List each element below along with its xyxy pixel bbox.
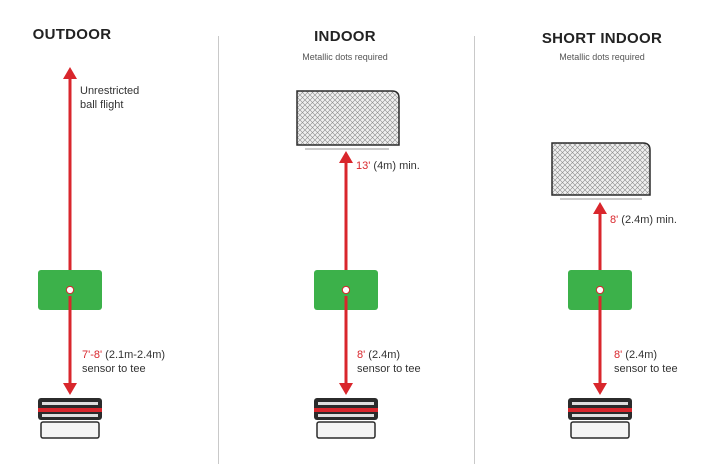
net-icon <box>551 142 651 200</box>
up-arrow-icon <box>593 202 607 214</box>
column-indoor: INDOOR Metallic dots required <box>270 0 420 464</box>
column-subtitle: Metallic dots required <box>302 52 388 62</box>
column-subtitle: Metallic dots required <box>559 52 645 62</box>
column-divider <box>474 36 475 464</box>
ball-dot-icon <box>595 285 605 295</box>
down-arrow-icon <box>339 383 353 395</box>
launch-monitor-icon <box>38 398 102 439</box>
distance-feet: 8' <box>614 349 623 361</box>
flight-label: Unrestricted ball flight <box>80 84 139 112</box>
net-distance-label: 8' (2.4m) min. <box>610 213 677 227</box>
up-arrow-icon <box>63 67 77 79</box>
column-divider <box>218 36 219 464</box>
column-title: INDOOR <box>314 28 376 45</box>
column-outdoor: OUTDOOR <box>0 0 144 464</box>
sensor-distance-label: 7'-8' (2.1m-2.4m) sensor to tee <box>82 348 165 376</box>
launch-monitor-icon <box>314 398 378 439</box>
column-title: OUTDOOR <box>32 26 112 43</box>
flight-label-line1: Unrestricted <box>80 85 140 97</box>
distance-feet: 7'-8' <box>82 349 103 361</box>
sensor-distance-label: 8' (2.4m) sensor to tee <box>614 348 678 376</box>
distance-feet: 8' <box>357 349 366 361</box>
ball-dot-icon <box>65 285 75 295</box>
sensor-to-tee-text: sensor to tee <box>82 363 146 375</box>
down-arrow-icon <box>593 383 607 395</box>
column-title: SHORT INDOOR <box>541 30 663 47</box>
indoor-graphics <box>296 90 400 439</box>
short-indoor-graphics <box>551 142 651 439</box>
sensor-to-tee-text: sensor to tee <box>614 363 678 375</box>
distance-metric: (2.4m) <box>622 349 658 361</box>
sensor-distance-label: 8' (2.4m) sensor to tee <box>357 348 421 376</box>
flight-label-line2: ball flight <box>80 99 124 111</box>
up-arrow-icon <box>339 151 353 163</box>
distance-metric: (2.4m) min. <box>618 214 677 226</box>
distance-feet: 8' <box>610 214 619 226</box>
sensor-to-tee-text: sensor to tee <box>357 363 421 375</box>
distance-metric: (4m) min. <box>370 160 420 172</box>
ball-dot-icon <box>341 285 351 295</box>
distance-metric: (2.4m) <box>365 349 401 361</box>
net-distance-label: 13' (4m) min. <box>356 159 420 173</box>
net-icon <box>296 90 400 150</box>
distance-metric: (2.1m-2.4m) <box>102 349 166 361</box>
outdoor-graphics <box>38 67 102 439</box>
column-short-indoor: SHORT INDOOR Metallic dots required <box>527 0 677 464</box>
down-arrow-icon <box>63 383 77 395</box>
distance-feet: 13' <box>356 160 371 172</box>
launch-monitor-icon <box>568 398 632 439</box>
